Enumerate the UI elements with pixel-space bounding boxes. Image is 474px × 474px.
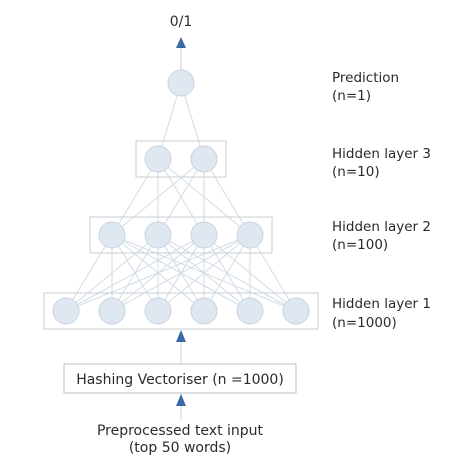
connection-line xyxy=(65,234,251,312)
connection-line xyxy=(65,234,113,312)
layer-size-hidden1: (n=1000) xyxy=(332,315,397,331)
connection-line xyxy=(65,234,205,312)
layer-size-hidden2: (n=100) xyxy=(332,237,388,253)
layer-label-hidden1: Hidden layer 1 xyxy=(332,296,431,312)
connection-line xyxy=(249,234,297,312)
layer-size-prediction: (n=1) xyxy=(332,88,371,104)
layer-box-hidden1 xyxy=(43,292,319,330)
neuron-hidden2 xyxy=(98,221,126,249)
connections xyxy=(65,82,297,312)
output-label: 0/1 xyxy=(170,14,193,30)
layer-box-hidden2 xyxy=(89,216,273,254)
connection-line xyxy=(65,234,159,312)
input-label-line2: (top 50 words) xyxy=(129,440,231,456)
neuron-hidden1 xyxy=(282,297,310,325)
neuron-hidden3 xyxy=(190,145,218,173)
neuron-hidden1 xyxy=(98,297,126,325)
layer-boxes xyxy=(43,140,319,330)
neuron-hidden1 xyxy=(236,297,264,325)
neuron-hidden1 xyxy=(144,297,172,325)
neuron-hidden1 xyxy=(52,297,80,325)
connection-line xyxy=(203,234,251,312)
neuron-hidden2 xyxy=(236,221,264,249)
vectoriser-box xyxy=(63,363,297,394)
vectoriser-label: Hashing Vectoriser (n =1000) xyxy=(76,372,284,388)
input-label-line1: Preprocessed text input xyxy=(97,423,264,439)
neuron-hidden1 xyxy=(190,297,218,325)
layer-label-hidden3: Hidden layer 3 xyxy=(332,146,431,162)
output-arrow-icon xyxy=(176,37,186,48)
layer-box-hidden3 xyxy=(135,140,227,178)
connection-line xyxy=(157,158,205,236)
neuron-prediction xyxy=(167,69,195,97)
input-arrow-icon xyxy=(176,394,186,406)
neuron-hidden3 xyxy=(144,145,172,173)
neuron-hidden2 xyxy=(190,221,218,249)
neurons xyxy=(52,69,310,325)
neuron-hidden2 xyxy=(144,221,172,249)
connection-line xyxy=(157,234,251,312)
connection-line xyxy=(111,234,251,312)
layer-size-hidden3: (n=10) xyxy=(332,164,380,180)
layer-label-hidden2: Hidden layer 2 xyxy=(332,219,431,235)
connection-line xyxy=(111,158,159,236)
connection-line xyxy=(203,158,251,236)
layer-label-prediction: Prediction xyxy=(332,70,399,86)
vectoriser-arrow-icon xyxy=(176,330,186,342)
connection-line xyxy=(111,158,205,236)
